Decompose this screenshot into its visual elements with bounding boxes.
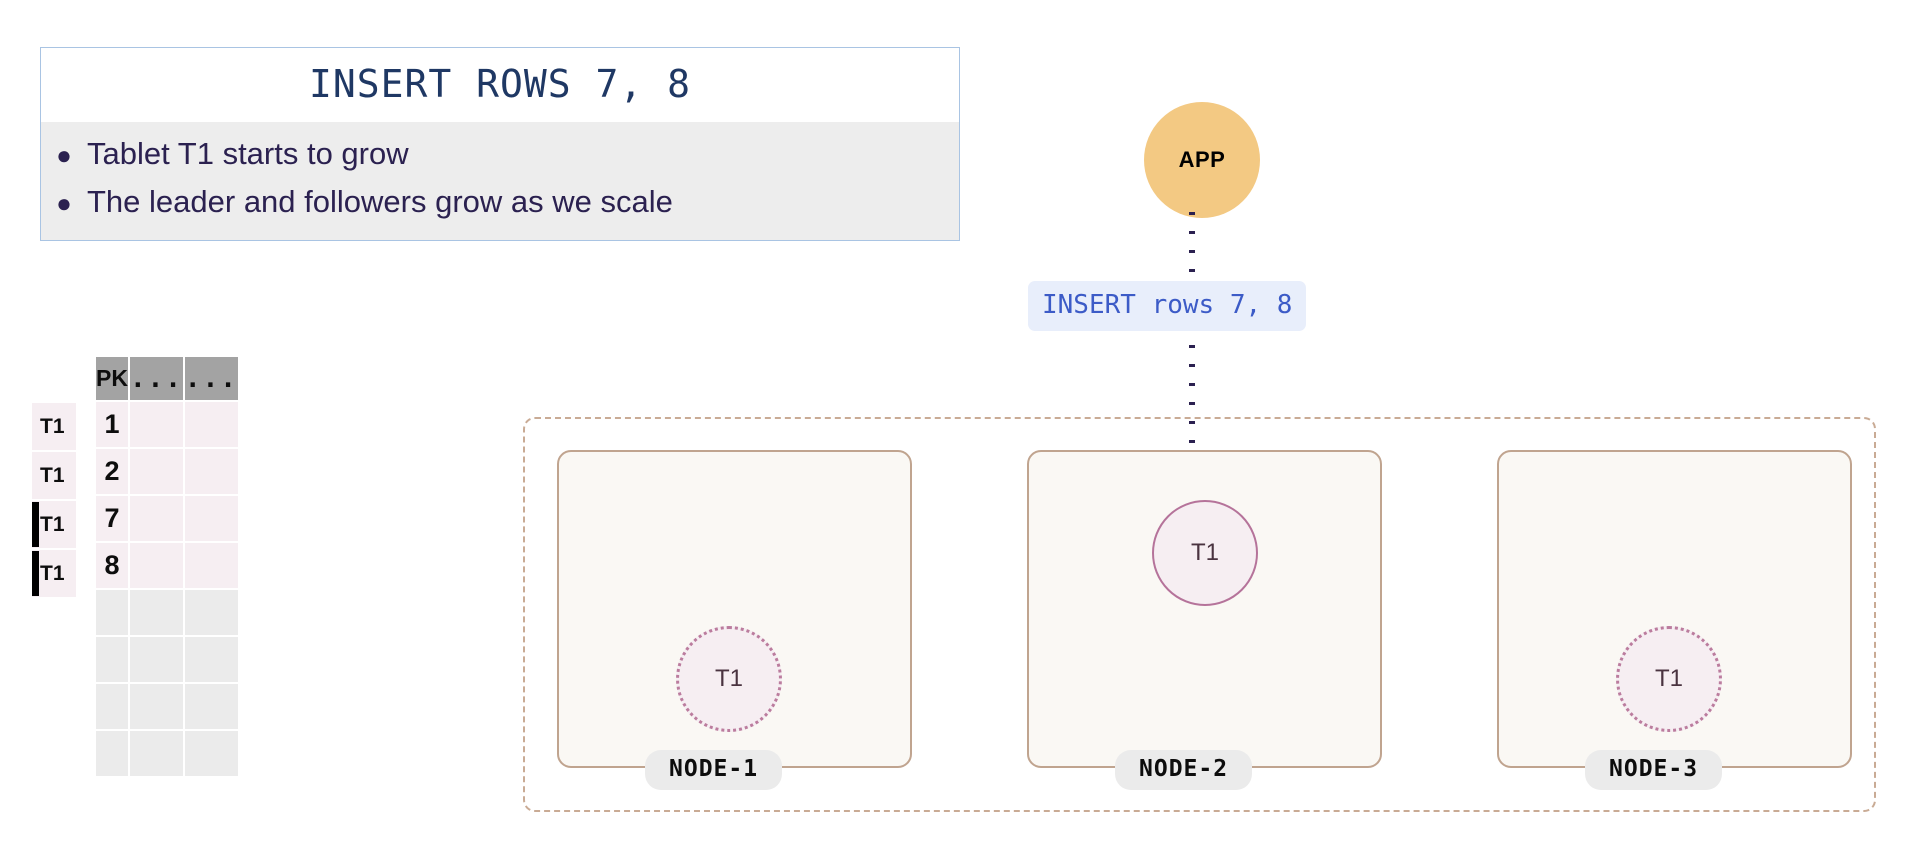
column-header-pk: PK	[96, 357, 128, 400]
cell-col3	[184, 449, 238, 494]
cell-pk: 2	[96, 449, 128, 494]
growth-marker-icon	[32, 551, 39, 596]
callout-box: INSERT ROWS 7, 8 ● Tablet T1 starts to g…	[40, 47, 960, 242]
table-header-row: PK ... ...	[96, 357, 238, 400]
node-label-2: NODE-2	[1115, 750, 1253, 790]
column-header-ellipsis-1: ...	[129, 357, 183, 400]
callout-title: INSERT ROWS 7, 8	[41, 48, 959, 122]
node-label-3: NODE-3	[1585, 750, 1723, 790]
cell-col3	[184, 496, 238, 541]
cell-col3	[184, 402, 238, 447]
cell-pk: 8	[96, 543, 128, 588]
cell-col3	[184, 637, 238, 682]
row-label-column: T1 T1 T1 T1	[14, 402, 76, 598]
table-row: 7	[96, 496, 238, 541]
table-row	[96, 684, 238, 729]
cell-pk: 1	[96, 402, 128, 447]
cell-pk: 7	[96, 496, 128, 541]
node-label-1: NODE-1	[645, 750, 783, 790]
tablet-follower-node-3: T1	[1616, 626, 1722, 732]
row-label-text: T1	[40, 512, 65, 536]
bullet-icon: ●	[56, 188, 72, 219]
cell-col2	[129, 449, 183, 494]
cell-col3	[184, 543, 238, 588]
growth-marker-icon	[32, 502, 39, 547]
table-grid: PK ... ... 1 2 7 8	[94, 355, 240, 778]
list-item: ● The leader and followers grow as we sc…	[41, 178, 959, 226]
node-box-2	[1027, 450, 1382, 768]
row-label-text: T1	[40, 561, 65, 585]
cell-col2	[129, 496, 183, 541]
cell-col2	[129, 590, 183, 635]
bullet-icon: ●	[56, 140, 72, 170]
table-row: 8	[96, 543, 238, 588]
column-header-ellipsis-2: ...	[184, 357, 238, 400]
cell-col3	[184, 684, 238, 729]
cell-col2	[129, 402, 183, 447]
cell-pk	[96, 637, 128, 682]
row-label: T1	[14, 500, 76, 549]
list-item: ● Tablet T1 starts to grow	[41, 130, 959, 178]
query-label: INSERT rows 7, 8	[1028, 281, 1307, 331]
table-row	[96, 731, 238, 776]
cell-pk	[96, 731, 128, 776]
table-row	[96, 637, 238, 682]
row-label: T1	[14, 451, 76, 500]
cell-col2	[129, 731, 183, 776]
row-label-text: T1	[40, 463, 65, 487]
table-row	[96, 590, 238, 635]
bullet-text: The leader and followers grow as we scal…	[87, 184, 673, 220]
app-node: APP	[1144, 102, 1260, 218]
cell-col2	[129, 637, 183, 682]
cell-col2	[129, 684, 183, 729]
table-row: 2	[96, 449, 238, 494]
cell-pk	[96, 684, 128, 729]
callout-bullet-list: ● Tablet T1 starts to grow ● The leader …	[41, 122, 959, 241]
tablet-follower-node-1: T1	[676, 626, 782, 732]
row-label-text: T1	[40, 414, 65, 438]
cell-col3	[184, 731, 238, 776]
cell-col3	[184, 590, 238, 635]
tablet-leader-node-2: T1	[1152, 500, 1258, 606]
table-row: 1	[96, 402, 238, 447]
cluster-boundary	[523, 417, 1876, 812]
row-label: T1	[14, 549, 76, 598]
bullet-text: Tablet T1 starts to grow	[87, 136, 409, 171]
row-label: T1	[14, 402, 76, 451]
cell-pk	[96, 590, 128, 635]
cell-col2	[129, 543, 183, 588]
